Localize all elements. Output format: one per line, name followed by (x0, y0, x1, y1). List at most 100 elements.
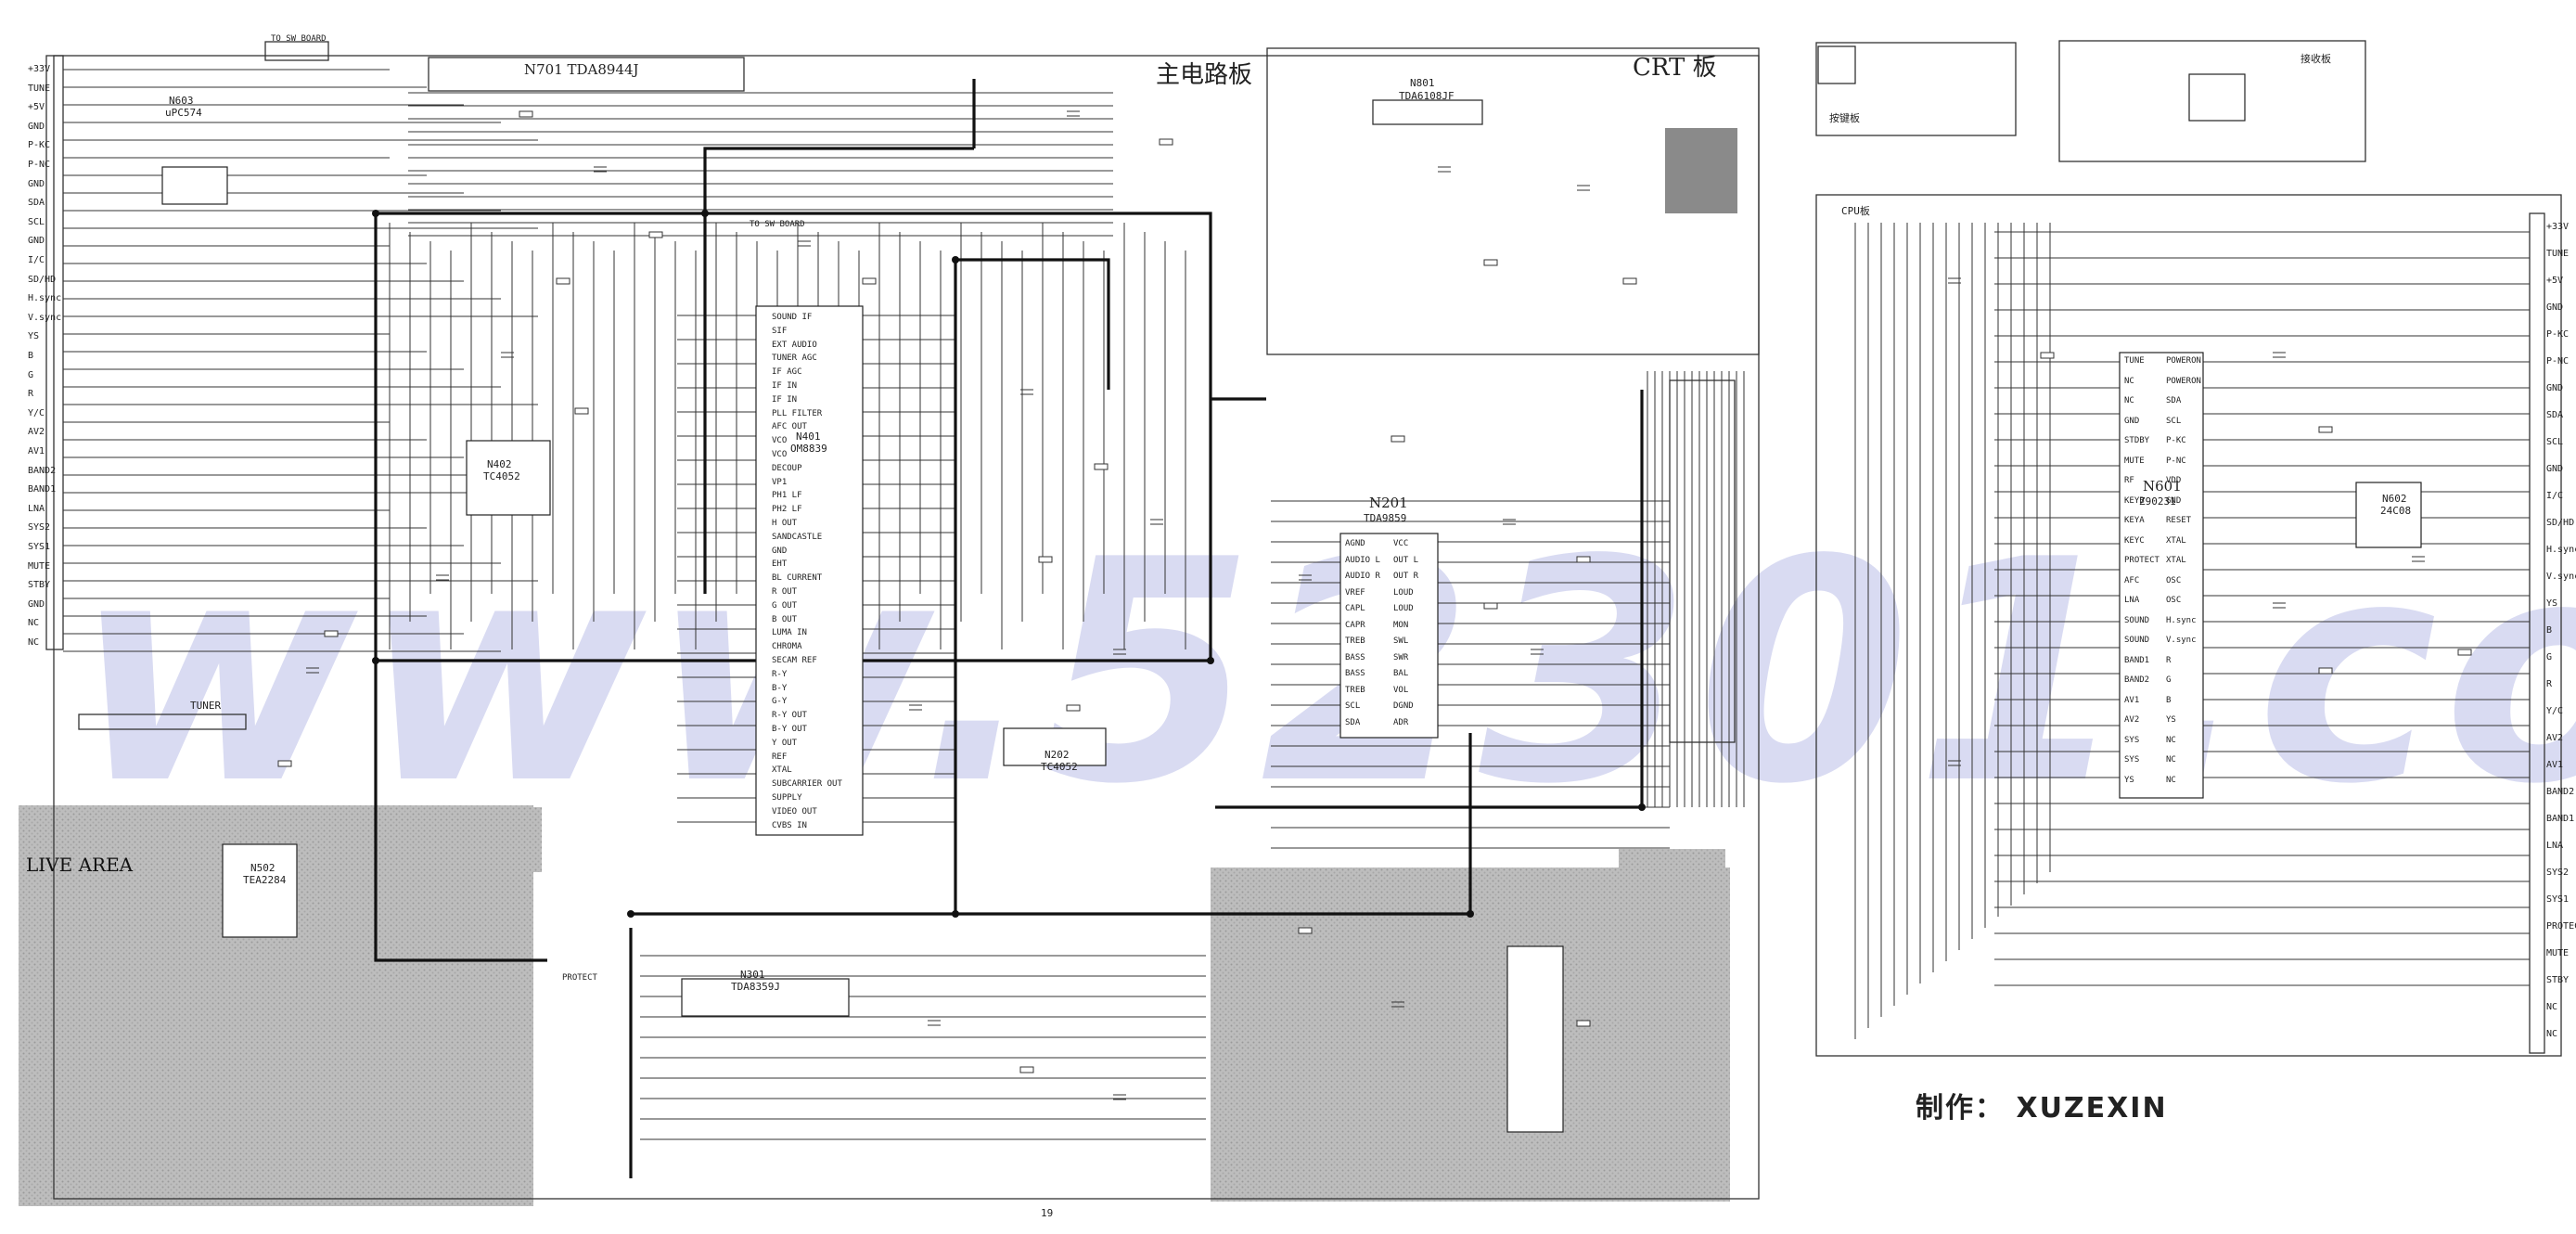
passive-components (277, 110, 2472, 1100)
n401-pin-24: CHROMA (772, 642, 802, 652)
n401-pin-35: SUPPLY (772, 793, 802, 803)
resistor-20 (574, 407, 589, 415)
resistor-42 (1622, 277, 1637, 285)
n201-right-pin-2: OUT R (1393, 572, 1419, 581)
right-pin-19: AV2 (2546, 733, 2564, 743)
keypad-sw-block (1817, 45, 1856, 84)
n601-left-pin-21: YS (2124, 775, 2134, 785)
n601-left-pin-4: STDBY (2124, 436, 2150, 445)
main-right-connector (1669, 379, 1736, 743)
bus-line-6 (955, 258, 1110, 390)
n201-right-pin-10: DGND (1393, 701, 1414, 711)
left-pin-20: AV1 (28, 446, 45, 456)
cpu-board-label: CPU板 (1841, 205, 1870, 217)
board-frames (45, 40, 2562, 1200)
right-pin-29: NC (2546, 1002, 2558, 1012)
n401-pin-15: H OUT (772, 519, 798, 528)
n401-pin-8: AFC OUT (772, 422, 807, 432)
main-board-frame (53, 55, 1760, 1200)
left-pin-9: GND (28, 236, 45, 247)
n601-left-pin-2: NC (2124, 396, 2134, 405)
right-pin-12: H.sync (2546, 545, 2576, 555)
n604-body (161, 166, 228, 205)
n401-pin-21: G OUT (772, 600, 798, 611)
n201-right-pin-0: VCC (1393, 539, 1409, 548)
n401-pin-36: VIDEO OUT (772, 806, 817, 816)
n601-left-pin-6: RF (2124, 476, 2134, 485)
ic-n603-label: N603 (169, 95, 194, 107)
resistor-0 (519, 110, 533, 118)
n401-pin-14: PH2 LF (772, 505, 802, 515)
n401-pin-10: VCO (772, 450, 788, 459)
n601-left-pin-20: SYS (2124, 755, 2140, 765)
n601-right-pin-9: XTAL (2166, 535, 2186, 546)
n602-body (2355, 482, 2422, 548)
n601-left-pin-5: MUTE (2124, 456, 2145, 466)
n601-left-pin-18: AV2 (2124, 715, 2140, 725)
cpu-right-connector (2529, 212, 2545, 1054)
n201-right-pin-7: SWR (1393, 652, 1409, 662)
right-pin-8: SCL (2546, 437, 2564, 447)
n201-left-pin-6: TREB (1345, 636, 1365, 646)
yoke-connector-shading (1619, 849, 1725, 965)
n601-left-pin-3: GND (2124, 416, 2140, 426)
left-pin-8: SCL (28, 216, 45, 227)
n201-left-pin-4: CAPL (1345, 604, 1365, 613)
left-pin-24: SYS2 (28, 522, 51, 533)
ic-n201-label: N201 (1369, 495, 1408, 511)
right-pin-17: R (2546, 679, 2553, 689)
right-pin-27: MUTE (2546, 948, 2570, 958)
ic-n202-part: TC4052 (1041, 761, 1078, 773)
right-pin-22: BAND1 (2546, 814, 2575, 824)
n401-pin-23: LUMA IN (772, 628, 807, 638)
n601-left-pin-9: KEYC (2124, 535, 2145, 546)
n401-pin-32: REF (772, 752, 788, 762)
crt-socket-shading (1665, 128, 1737, 213)
right-pin-16: G (2546, 652, 2553, 662)
junction-3 (701, 210, 709, 217)
ic-n801-part: TDA6108JF (1399, 90, 1455, 102)
resistor-32 (2040, 352, 2055, 359)
n601-right-pin-11: OSC (2166, 575, 2182, 585)
right-pin-15: B (2546, 625, 2553, 636)
right-pin-14: YS (2546, 598, 2558, 609)
n601-left-pin-19: SYS (2124, 735, 2140, 745)
left-pin-27: STBY (28, 580, 51, 591)
resistor-18 (556, 277, 570, 285)
n401-pin-11: DECOUP (772, 463, 802, 473)
n601-left-pin-11: AFC (2124, 575, 2140, 585)
n601-left-pin-10: PROTECT (2124, 556, 2159, 565)
left-pin-19: AV2 (28, 427, 45, 438)
n201-right-pin-3: LOUD (1393, 587, 1414, 598)
tuner-block (78, 713, 247, 730)
left-pin-22: BAND1 (28, 484, 57, 495)
resistor-14 (1391, 435, 1405, 443)
n401-pin-33: XTAL (772, 765, 792, 776)
left-pin-23: LNA (28, 503, 45, 514)
ic-n601-part: Z90231 (2139, 495, 2176, 508)
n201-left-pin-3: VREF (1345, 587, 1365, 598)
n201-right-pin-6: SWL (1393, 636, 1409, 646)
left-pin-18: Y/C (28, 407, 45, 418)
left-pin-1: TUNE (28, 83, 51, 94)
n401-pin-3: TUNER AGC (772, 353, 817, 364)
ic-n301-part: TDA8359J (731, 981, 780, 993)
left-pin-4: P-KC (28, 140, 51, 151)
ic-n401-part: OM8839 (790, 443, 827, 455)
right-pin-9: GND (2546, 464, 2564, 474)
ic-n401-label: N401 (796, 431, 821, 443)
n401-pin-27: B-Y (772, 683, 788, 693)
junction-4 (1207, 657, 1214, 664)
n601-right-pin-20: NC (2166, 755, 2176, 765)
resistor-34 (2318, 426, 2333, 433)
n601-right-pin-17: B (2166, 695, 2172, 705)
n601-right-pin-4: P-KC (2166, 436, 2186, 445)
junction-5 (952, 256, 959, 264)
n601-right-pin-15: R (2166, 655, 2172, 665)
live-area-top-shading (104, 807, 542, 872)
n201-right-pin-1: OUT L (1393, 555, 1419, 565)
right-pin-18: Y/C (2546, 706, 2564, 716)
n401-pin-28: G-Y (772, 697, 788, 707)
left-pin-11: SD/HD (28, 274, 57, 285)
resistor-44 (1159, 138, 1173, 146)
